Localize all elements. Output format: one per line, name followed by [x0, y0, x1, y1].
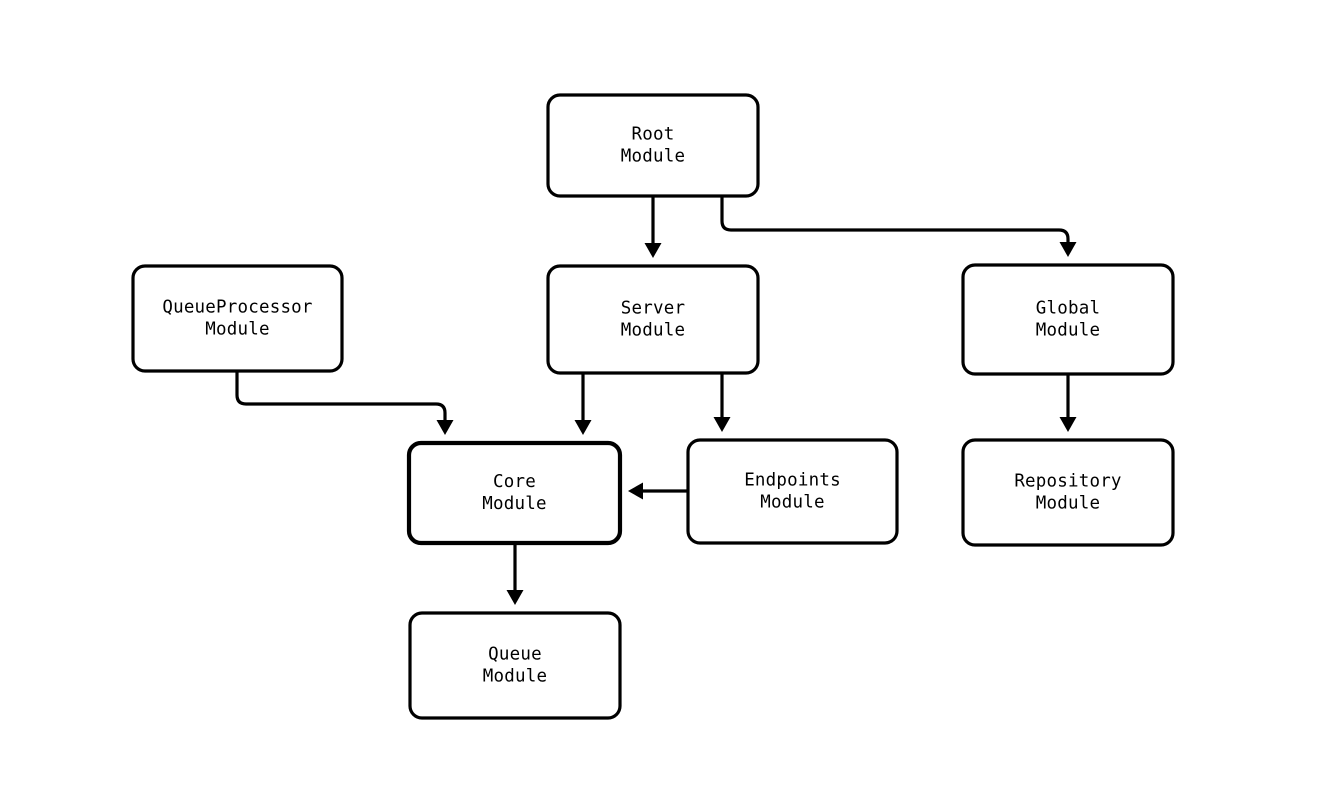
edge-line [720, 196, 1070, 242]
node-label-line1: Global [1036, 299, 1100, 319]
node-box[interactable] [408, 611, 622, 720]
node-label-line2: Module [483, 667, 547, 687]
edge-endpoints-to-core [628, 482, 688, 500]
arrowhead-icon [628, 482, 643, 500]
edge-queueprocessor-to-core [235, 371, 454, 435]
node-label-line1: Endpoints [744, 471, 841, 491]
node-label-line2: Module [1036, 494, 1100, 514]
node-label-line1: Repository [1014, 472, 1121, 492]
node-label-line2: Module [621, 147, 685, 167]
node-box[interactable] [131, 264, 344, 373]
node-box[interactable] [961, 263, 1175, 376]
node-label-line2: Module [482, 494, 546, 514]
edge-server-to-core [574, 373, 592, 435]
edge-server-to-endpoints [713, 373, 731, 432]
node-box[interactable] [546, 264, 760, 375]
node-label-line1: Core [493, 472, 536, 492]
edge-root-to-global [720, 196, 1077, 257]
node-label-line1: Root [632, 125, 675, 145]
node-box[interactable] [686, 438, 899, 545]
node-label-line2: Module [760, 493, 824, 513]
node-label-line1: QueueProcessor [162, 298, 312, 318]
nodes-layer: RootModuleQueueProcessorModuleServerModu… [131, 93, 1175, 720]
arrowhead-icon [436, 420, 454, 435]
arrowhead-icon [1059, 417, 1077, 432]
edges-layer [235, 196, 1077, 605]
arrowhead-icon [506, 590, 524, 605]
edge-line [235, 371, 447, 420]
edge-global-to-repository [1059, 374, 1077, 432]
node-label-line2: Module [621, 321, 685, 341]
arrowhead-icon [1059, 242, 1077, 257]
node-label-line2: Module [205, 320, 269, 340]
node-box[interactable] [546, 93, 760, 198]
node-label-line1: Server [621, 299, 685, 319]
node-box[interactable] [961, 438, 1175, 547]
arrowhead-icon [644, 243, 662, 258]
arrowhead-icon [713, 417, 731, 432]
node-box[interactable] [406, 440, 623, 546]
edge-root-to-server [644, 196, 662, 258]
node-label-line1: Queue [488, 645, 542, 665]
arrowhead-icon [574, 420, 592, 435]
node-label-line2: Module [1036, 321, 1100, 341]
edge-core-to-queue [506, 543, 524, 605]
